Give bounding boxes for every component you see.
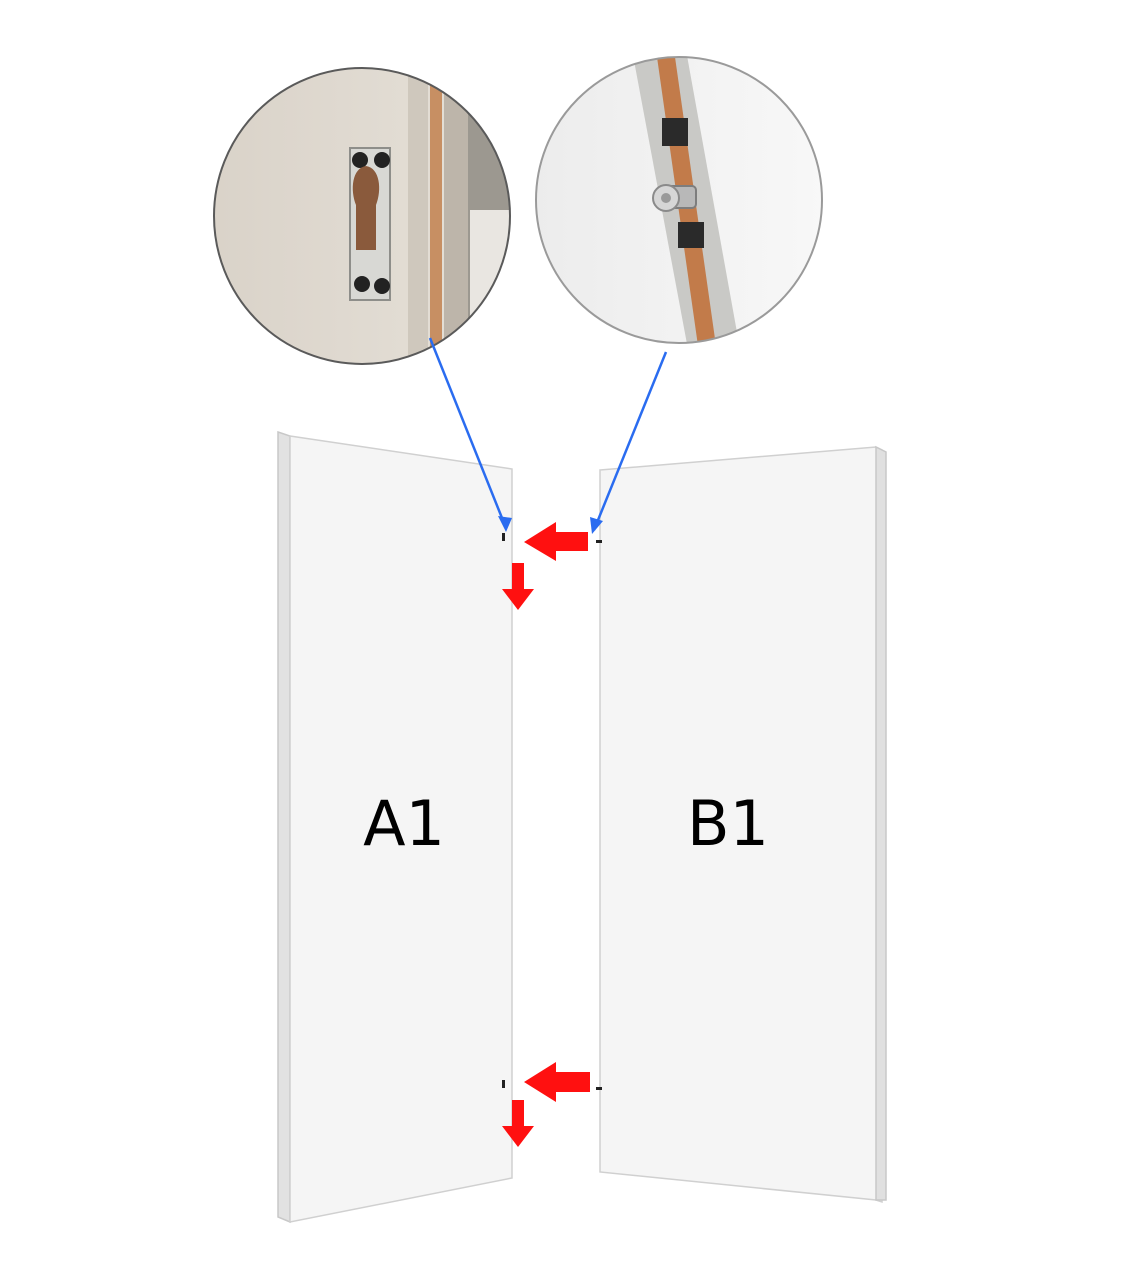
pointer-line-right xyxy=(590,351,668,534)
detail-circle-right xyxy=(535,56,823,344)
arrow-left-top xyxy=(524,522,588,561)
panel-label-b1: B1 xyxy=(687,787,769,860)
keyhole-marker-top xyxy=(502,533,505,541)
panel-a1: A1 xyxy=(277,430,513,1224)
arrow-down-bottom xyxy=(502,1100,534,1147)
bolt-marker-bottom xyxy=(596,1087,602,1090)
keyhole-marker-bottom xyxy=(502,1080,505,1088)
bolt-marker-top xyxy=(596,540,602,543)
keyhole-bracket-icon xyxy=(349,147,391,301)
detail-circle-left xyxy=(213,67,511,365)
pointer-arrowhead-icon xyxy=(498,516,512,532)
panel-b1: B1 xyxy=(596,445,887,1204)
pointer-arrowhead-icon xyxy=(590,517,603,534)
panel-label-a1: A1 xyxy=(363,787,445,860)
arrow-down-top xyxy=(502,563,534,610)
arrow-left-bottom xyxy=(524,1062,590,1102)
bolt-peg-icon xyxy=(652,184,697,212)
pointer-line-left xyxy=(428,337,512,532)
